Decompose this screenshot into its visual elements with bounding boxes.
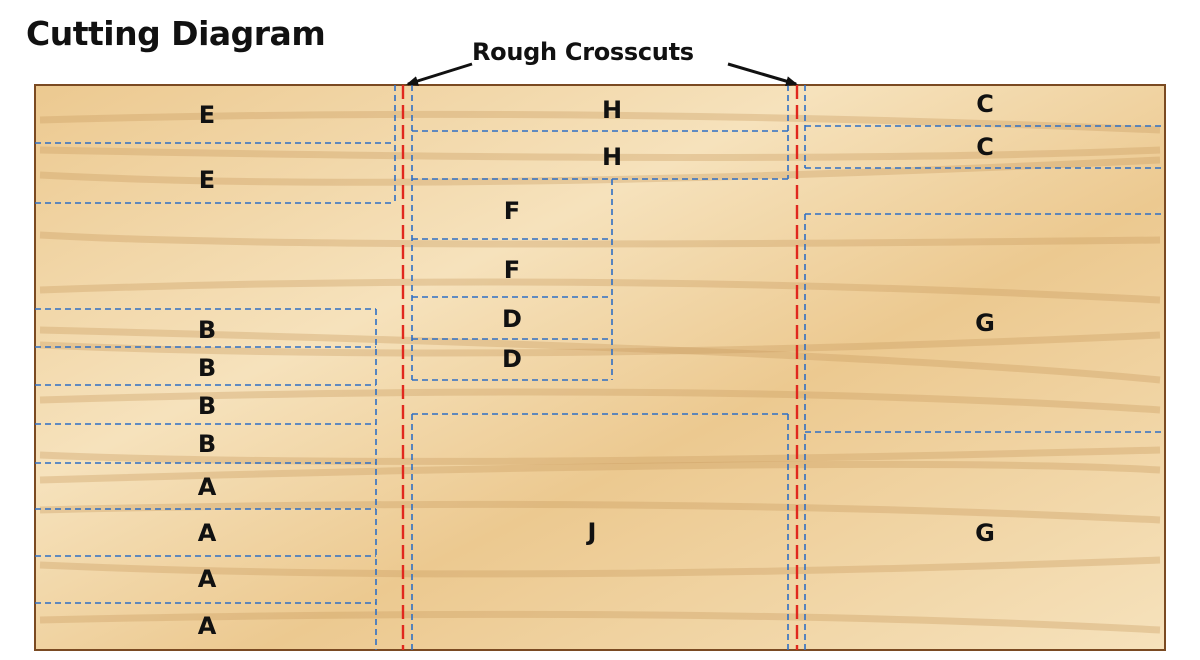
grain-streak bbox=[39, 460, 1161, 484]
board-border bbox=[34, 84, 1166, 651]
grain-streak bbox=[39, 610, 1161, 634]
part-label-c1: C bbox=[976, 90, 994, 118]
part-label-e2: E bbox=[199, 166, 215, 194]
grain-streak bbox=[39, 146, 1161, 161]
part-label-d1: D bbox=[502, 305, 522, 333]
grain-streak bbox=[39, 278, 1161, 304]
wood-grain bbox=[39, 110, 1161, 634]
arrow-left bbox=[406, 62, 473, 86]
rough-crosscuts-label: Rough Crosscuts bbox=[472, 38, 694, 66]
part-label-c2: C bbox=[976, 133, 994, 161]
board-surface bbox=[35, 85, 1165, 650]
grain-streak bbox=[39, 231, 1161, 248]
part-label-d2: D bbox=[502, 345, 522, 373]
part-label-a2: A bbox=[198, 519, 217, 547]
part-label-a4: A bbox=[198, 612, 217, 640]
part-label-b4: B bbox=[198, 430, 216, 458]
arrow-right bbox=[727, 62, 798, 86]
grain-streak bbox=[39, 556, 1161, 578]
part-label-j1: J bbox=[586, 518, 597, 546]
part-label-f1: F bbox=[504, 197, 520, 225]
part-label-b2: B bbox=[198, 354, 216, 382]
part-label-g1: G bbox=[975, 309, 995, 337]
part-label-e1: E bbox=[199, 101, 215, 129]
part-label-a3: A bbox=[198, 565, 217, 593]
part-label-h1: H bbox=[602, 96, 622, 124]
cut-lines bbox=[35, 85, 1165, 650]
grain-streak bbox=[39, 110, 1161, 134]
rough-crosscut-lines bbox=[401, 85, 799, 650]
grain-streak bbox=[39, 326, 1161, 384]
grain-streak bbox=[39, 388, 1161, 414]
part-label-g2: G bbox=[975, 519, 995, 547]
grain-streak bbox=[39, 156, 1161, 186]
part-label-b3: B bbox=[198, 392, 216, 420]
part-label-a1: A bbox=[198, 473, 217, 501]
grain-streak bbox=[39, 500, 1161, 524]
grain-streak bbox=[39, 331, 1161, 357]
part-label-f2: F bbox=[504, 256, 520, 284]
part-label-h2: H bbox=[602, 143, 622, 171]
diagram-title: Cutting Diagram bbox=[26, 14, 326, 53]
grain-streak bbox=[39, 446, 1161, 465]
part-label-b1: B bbox=[198, 316, 216, 344]
